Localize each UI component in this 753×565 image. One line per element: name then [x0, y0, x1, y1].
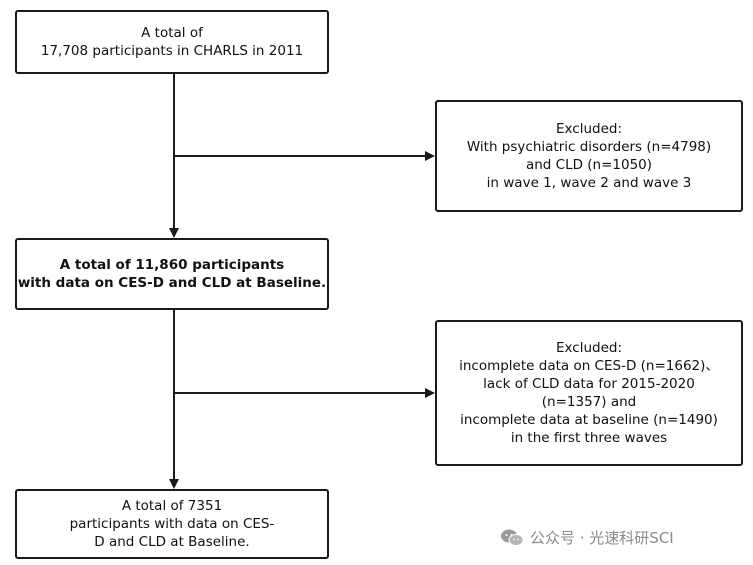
exclusion-1-line-3: and CLD (n=1050): [525, 157, 653, 173]
start-line-1: A total of: [141, 25, 203, 41]
exclusion-box-1: Excluded: With psychiatric disorders (n=…: [435, 100, 743, 212]
exclusion-1-line-2: With psychiatric disorders (n=4798): [466, 139, 712, 155]
wechat-icon: [501, 529, 524, 546]
exclusion-2-line-4: (n=1357) and: [541, 394, 637, 410]
exclusion-2-line-2: incomplete data on CES-D (n=1662)、: [459, 358, 719, 374]
exclusion-2-line-1: Excluded:: [555, 340, 622, 356]
watermark: 公众号 · 光速科研SCI: [500, 527, 674, 548]
final-population-box: A total of 7351 participants with data o…: [15, 489, 329, 559]
exclusion-2-line-6: in the first three waves: [510, 430, 668, 446]
start-population-box: A total of 17,708 participants in CHARLS…: [15, 10, 329, 74]
middle-line-1: A total of 11,860 participants: [59, 257, 285, 273]
exclusion-2-line-3: lack of CLD data for 2015-2020: [483, 376, 695, 392]
exclusion-2-line-5: incomplete data at baseline (n=1490): [460, 412, 718, 428]
exclusion-1-line-1: Excluded:: [555, 121, 622, 137]
baseline-population-box: A total of 11,860 participants with data…: [15, 238, 329, 310]
watermark-text: 公众号 · 光速科研SCI: [530, 529, 674, 547]
start-line-2: 17,708 participants in CHARLS in 2011: [40, 43, 304, 59]
exclusion-box-2: Excluded: incomplete data on CES-D (n=16…: [435, 320, 743, 466]
middle-line-2: with data on CES-D and CLD at Baseline.: [17, 275, 327, 291]
final-line-1: A total of 7351: [121, 498, 223, 514]
exclusion-1-line-4: in wave 1, wave 2 and wave 3: [486, 175, 692, 191]
final-line-3: D and CLD at Baseline.: [94, 534, 250, 550]
final-line-2: participants with data on CES-: [69, 516, 275, 532]
